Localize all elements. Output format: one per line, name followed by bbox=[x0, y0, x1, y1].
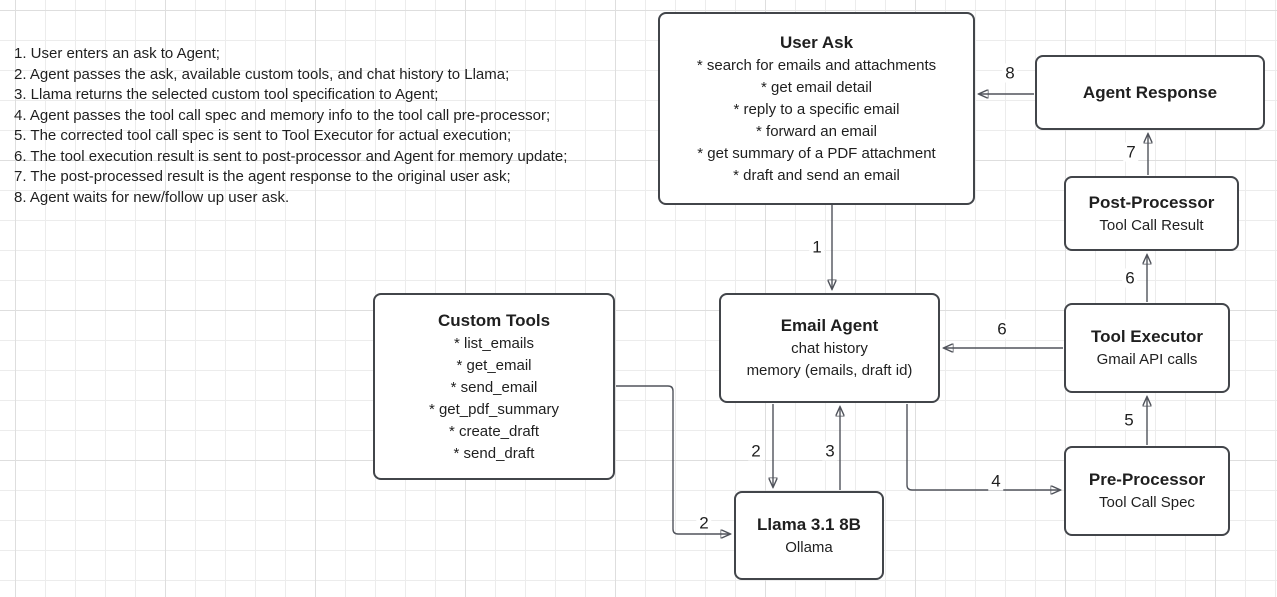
edge-email-agent-to-pre-processor bbox=[906, 404, 1060, 490]
node-custom-tools-line: * send_email bbox=[450, 378, 538, 396]
node-user-ask-line: * get summary of a PDF attachment bbox=[697, 144, 936, 162]
node-tool-executor-line: Gmail API calls bbox=[1096, 351, 1198, 368]
node-custom-tools-line: * get_email bbox=[456, 356, 532, 374]
edge-label-step-8: 8 bbox=[1002, 63, 1018, 83]
edge-label-step-7: 7 bbox=[1123, 142, 1139, 162]
node-post-processor-line: Tool Call Result bbox=[1099, 216, 1204, 234]
edge-label-step-6b: 6 bbox=[994, 319, 1010, 339]
step-note-5: 5. The corrected tool call spec is sent … bbox=[14, 127, 512, 144]
node-custom-tools-title: Custom Tools bbox=[437, 310, 551, 330]
node-agent-response[interactable]: Agent Response bbox=[1035, 55, 1265, 130]
node-custom-tools-line: * list_emails bbox=[453, 334, 535, 352]
node-user-ask[interactable]: User Ask * search for emails and attachm… bbox=[658, 12, 975, 205]
edge-label-step-6: 6 bbox=[1122, 268, 1138, 288]
node-post-processor-title: Post-Processor bbox=[1088, 192, 1215, 212]
node-pre-processor-title: Pre-Processor bbox=[1088, 470, 1206, 489]
node-email-agent-line: memory (emails, draft id) bbox=[746, 362, 913, 379]
node-custom-tools-line: * create_draft bbox=[448, 422, 540, 440]
edge-label-step-2: 2 bbox=[748, 441, 764, 461]
node-user-ask-title: User Ask bbox=[779, 32, 854, 52]
node-custom-tools-line: * send_draft bbox=[453, 444, 535, 462]
edge-label-step-4: 4 bbox=[988, 471, 1004, 491]
edge-label-step-3: 3 bbox=[822, 441, 838, 461]
step-note-1: 1. User enters an ask to Agent; bbox=[14, 45, 220, 62]
node-agent-response-title: Agent Response bbox=[1082, 82, 1218, 102]
step-note-2: 2. Agent passes the ask, available custo… bbox=[14, 65, 510, 83]
step-note-3: 3. Llama returns the selected custom too… bbox=[14, 86, 439, 103]
node-user-ask-line: * forward an email bbox=[756, 122, 877, 140]
step-note-6: 6. The tool execution result is sent to … bbox=[14, 147, 568, 165]
node-post-processor[interactable]: Post-Processor Tool Call Result bbox=[1064, 176, 1239, 251]
node-email-agent-title: Email Agent bbox=[780, 316, 879, 335]
edge-label-step-1: 1 bbox=[809, 237, 825, 257]
node-pre-processor[interactable]: Pre-Processor Tool Call Spec bbox=[1064, 446, 1230, 536]
node-llama-line: Ollama bbox=[785, 538, 833, 556]
node-user-ask-line: * get email detail bbox=[761, 78, 872, 96]
node-llama[interactable]: Llama 3.1 8B Ollama bbox=[734, 491, 884, 580]
node-user-ask-line: * reply to a specific email bbox=[733, 100, 900, 118]
step-notes: 1. User enters an ask to Agent; 2. Agent… bbox=[14, 44, 567, 208]
edge-custom-tools-to-llama bbox=[616, 385, 730, 534]
node-email-agent-line: chat history bbox=[791, 340, 868, 357]
node-llama-title: Llama 3.1 8B bbox=[757, 514, 861, 534]
step-note-8: 8. Agent waits for new/follow up user as… bbox=[14, 188, 290, 206]
step-note-4: 4. Agent passes the tool call spec and m… bbox=[14, 106, 551, 124]
node-pre-processor-line: Tool Call Spec bbox=[1099, 494, 1195, 511]
node-email-agent[interactable]: Email Agent chat history memory (emails,… bbox=[719, 293, 940, 403]
node-tool-executor[interactable]: Tool Executor Gmail API calls bbox=[1064, 303, 1230, 393]
edge-label-step-2b: 2 bbox=[696, 513, 712, 533]
node-custom-tools-line: * get_pdf_summary bbox=[428, 400, 560, 418]
node-user-ask-line: * draft and send an email bbox=[733, 166, 900, 184]
edge-label-step-5: 5 bbox=[1121, 410, 1137, 430]
node-tool-executor-title: Tool Executor bbox=[1090, 327, 1204, 346]
node-custom-tools[interactable]: Custom Tools * list_emails * get_email *… bbox=[373, 293, 615, 480]
step-note-7: 7. The post-processed result is the agen… bbox=[14, 168, 511, 185]
node-user-ask-line: * search for emails and attachments bbox=[696, 56, 937, 74]
